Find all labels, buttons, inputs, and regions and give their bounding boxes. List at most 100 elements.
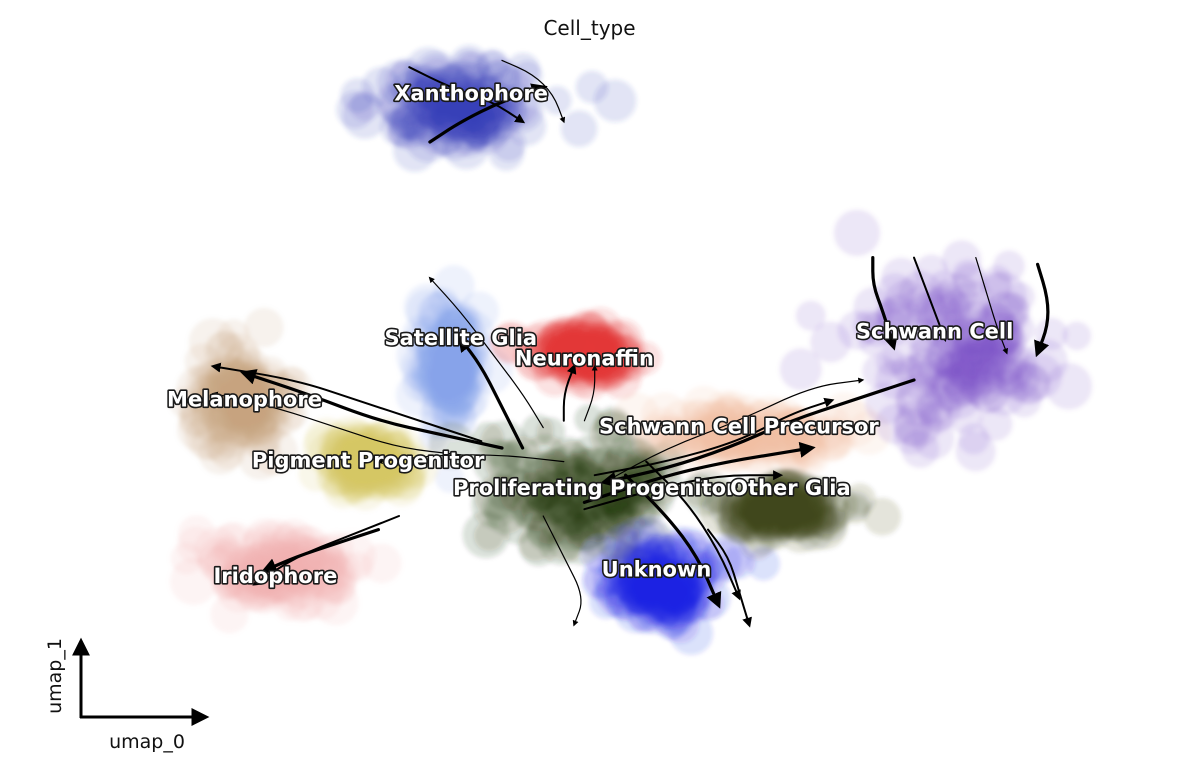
cell-point <box>933 318 973 357</box>
streamline <box>428 83 548 144</box>
streamline <box>1034 262 1050 358</box>
cell-point <box>641 534 686 579</box>
cell-point <box>560 110 598 147</box>
cell-point <box>875 359 915 400</box>
cell-point <box>955 431 996 472</box>
cluster-xanthophore <box>336 44 637 172</box>
cluster-neuronaffin <box>489 307 662 401</box>
cell-point <box>980 271 1012 303</box>
streamline <box>252 515 400 586</box>
cell-point <box>881 257 922 298</box>
cell-point <box>280 557 319 597</box>
cell-point <box>894 399 942 448</box>
cell-point <box>980 332 1015 366</box>
cell-point <box>570 434 612 475</box>
cell-point <box>779 348 822 391</box>
cell-point <box>1011 363 1051 404</box>
cell-point <box>417 57 459 99</box>
cell-point <box>1001 312 1035 346</box>
cluster-other-glia <box>697 467 902 561</box>
cluster-pigment-progenitor <box>298 416 439 511</box>
cell-point <box>434 387 474 427</box>
cluster-unknown <box>581 516 781 655</box>
cell-point <box>244 307 284 348</box>
cell-point <box>701 540 742 581</box>
x-axis-label: umap_0 <box>109 731 185 753</box>
label-other-glia: Other Glia <box>730 476 851 500</box>
streamline <box>428 276 544 429</box>
cell-point <box>222 401 256 435</box>
streamline <box>645 460 741 601</box>
streamline <box>457 335 525 450</box>
cell-point <box>637 421 667 452</box>
cell-point <box>795 300 826 331</box>
cell-point <box>802 477 841 516</box>
cluster-schwann-cell <box>779 209 1093 472</box>
cell-point <box>577 347 611 381</box>
streamline <box>376 454 565 465</box>
cell-point <box>208 431 247 470</box>
streamline <box>593 397 835 477</box>
label-satellite-glia: Satellite Glia <box>385 326 538 350</box>
streamline <box>871 256 898 351</box>
velocity-streamlines <box>210 59 1050 628</box>
cell-point <box>473 520 505 551</box>
cell-point <box>930 369 966 405</box>
label-unknown: Unknown <box>602 557 712 581</box>
streamline <box>211 391 462 456</box>
cell-point <box>978 407 1013 441</box>
streamline <box>583 470 784 511</box>
cell-point <box>193 527 241 574</box>
cell-point <box>842 491 871 520</box>
cell-point <box>522 451 559 489</box>
cell-point <box>361 66 401 106</box>
cell-point <box>858 327 888 357</box>
streamline <box>600 378 916 488</box>
cell-point <box>519 527 558 567</box>
cell-point <box>575 70 609 104</box>
streamline <box>975 257 1009 355</box>
cell-point <box>751 503 791 542</box>
chart-title: Cell_type <box>543 16 635 40</box>
cell-point <box>381 457 413 489</box>
label-neuronaffin: Neuronaffin <box>515 347 654 371</box>
cell-point <box>434 351 476 392</box>
streamline <box>582 441 816 504</box>
label-melanophore: Melanophore <box>167 387 322 411</box>
cell-point <box>910 320 942 352</box>
cell-point <box>342 93 388 139</box>
cell-point <box>474 474 520 520</box>
streamline <box>260 528 380 574</box>
cell-point <box>581 534 621 575</box>
cell-point <box>937 290 973 325</box>
axis-indicator: umap_0 umap_1 <box>44 637 210 753</box>
streamline <box>501 59 566 124</box>
cell-point <box>337 440 383 486</box>
streamline <box>239 369 504 450</box>
cell-point <box>433 301 470 338</box>
cell-point <box>662 573 700 612</box>
cluster-satellite-glia <box>395 265 514 493</box>
streamline <box>562 363 577 422</box>
cell-point <box>833 209 881 256</box>
cell-point <box>618 574 659 614</box>
label-xanthophore: Xanthophore <box>394 81 548 105</box>
label-proliferating-progenitor: Proliferating Progenitor <box>453 476 737 500</box>
cell-point <box>273 589 305 622</box>
cell-points <box>169 44 1093 655</box>
streamline <box>913 256 948 343</box>
cell-point <box>536 417 566 447</box>
cell-point <box>951 259 984 292</box>
streamline <box>604 377 865 483</box>
streamline <box>583 364 598 422</box>
y-axis-label: umap_1 <box>44 638 66 714</box>
label-schwann-cell-precursor: Schwann Cell Precursor <box>599 415 879 439</box>
label-pigment-progenitor: Pigment Progenitor <box>252 449 485 473</box>
cell-point <box>418 108 466 156</box>
cell-point <box>542 86 572 115</box>
cell-point <box>435 463 465 493</box>
cell-point <box>1062 321 1092 351</box>
label-schwann-cell: Schwann Cell <box>856 319 1013 343</box>
streamline <box>624 473 722 609</box>
